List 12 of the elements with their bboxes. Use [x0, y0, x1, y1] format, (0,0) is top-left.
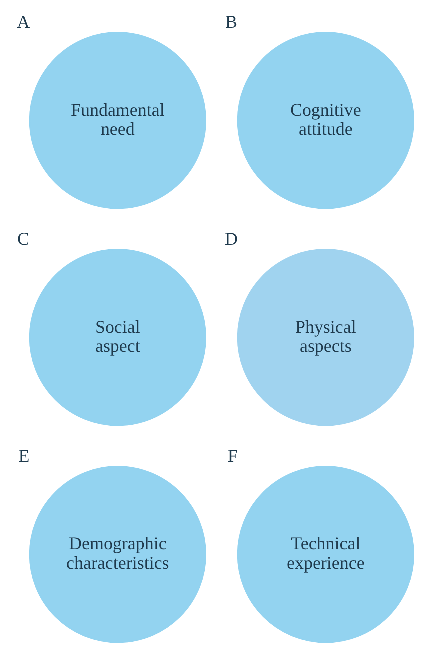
node-circle: Cognitive attitude [236, 32, 414, 210]
node-circle: Demographic characteristics [28, 466, 206, 644]
node-label: C [17, 228, 30, 249]
node-label: F [227, 446, 238, 466]
node-circle: Social aspect [28, 249, 206, 426]
node-label: E [18, 446, 30, 466]
node-label: B [225, 12, 238, 32]
node-circle: Technical experience [236, 466, 414, 644]
node-circle: Physical aspects [236, 249, 414, 426]
node-label: A [16, 12, 30, 32]
node-circle: Fundamental need [28, 32, 206, 210]
node-label: D [224, 228, 238, 249]
